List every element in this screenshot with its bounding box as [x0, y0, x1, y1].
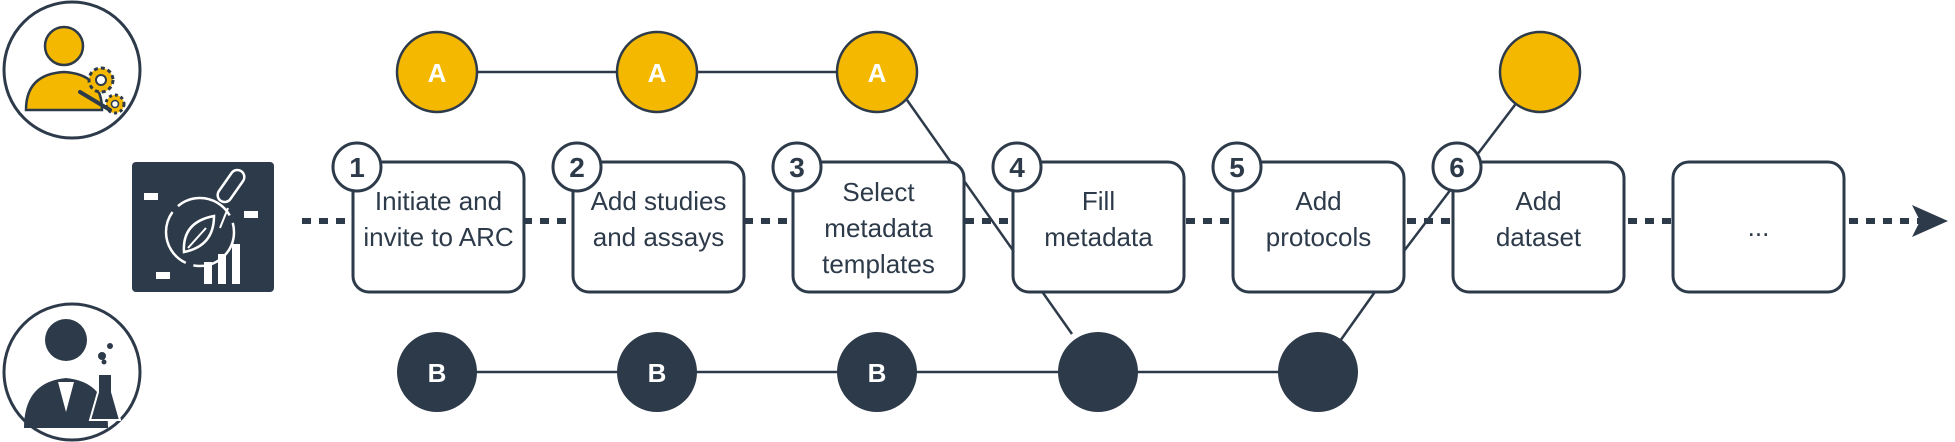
badge-b-label: B [648, 358, 667, 388]
badge-a-empty [1498, 30, 1582, 114]
badge-a-label: A [868, 58, 887, 88]
step-6: Add dataset 6 [1431, 141, 1626, 294]
track-b: B B B [397, 332, 1358, 412]
step-label-line: and assays [593, 222, 725, 252]
badge-b-empty [1058, 332, 1138, 412]
badge-a [835, 30, 919, 114]
badge-a-label: A [648, 58, 667, 88]
track-a: A A A [395, 30, 1582, 114]
badge-b-label: B [428, 358, 447, 388]
step-label-line: protocols [1266, 222, 1372, 252]
step-1: Initiate and invite to ARC 1 [331, 141, 526, 294]
step-label-line: invite to ARC [363, 222, 513, 252]
step-label-line: metadata [824, 213, 933, 243]
badge-b [617, 332, 697, 412]
step-label-line: dataset [1496, 222, 1582, 252]
step-number: 5 [1229, 152, 1245, 183]
step-number: 4 [1009, 152, 1025, 183]
step-label-line: Fill [1082, 186, 1115, 216]
step-3: Select metadata templates 3 [771, 141, 966, 294]
step-number: 3 [789, 152, 805, 183]
arrow-right-icon [1912, 205, 1948, 237]
step-number: 6 [1449, 152, 1465, 183]
data-steward-gear-icon [2, 0, 142, 140]
step-label-line: Initiate and [375, 186, 502, 216]
step-number: 2 [569, 152, 585, 183]
badge-b-empty [1278, 332, 1358, 412]
arc-plant-cycle-chart-icon [132, 162, 274, 292]
step-more: ... [1671, 160, 1846, 294]
badge-b-label: B [868, 358, 887, 388]
step-label-line: Add studies [591, 186, 727, 216]
badge-b [837, 332, 917, 412]
step-number: 1 [349, 152, 365, 183]
step-5: Add protocols 5 [1211, 141, 1406, 294]
steps: Initiate and invite to ARC 1 Add studies… [331, 141, 1846, 294]
step-4: Fill metadata 4 [991, 141, 1186, 294]
badge-a-label: A [428, 58, 447, 88]
step-label-line: Add [1295, 186, 1341, 216]
scientist-lab-icon [2, 302, 142, 442]
step-label-line: metadata [1044, 222, 1153, 252]
step-label-line: Select [842, 177, 915, 207]
step-label-line: Add [1515, 186, 1561, 216]
flow-line [302, 205, 1948, 237]
step-2: Add studies and assays 2 [551, 141, 746, 294]
step-label-line: ... [1748, 212, 1770, 242]
badge-a [615, 30, 699, 114]
badge-b [397, 332, 477, 412]
badge-a [395, 30, 479, 114]
step-label-line: templates [822, 249, 935, 279]
